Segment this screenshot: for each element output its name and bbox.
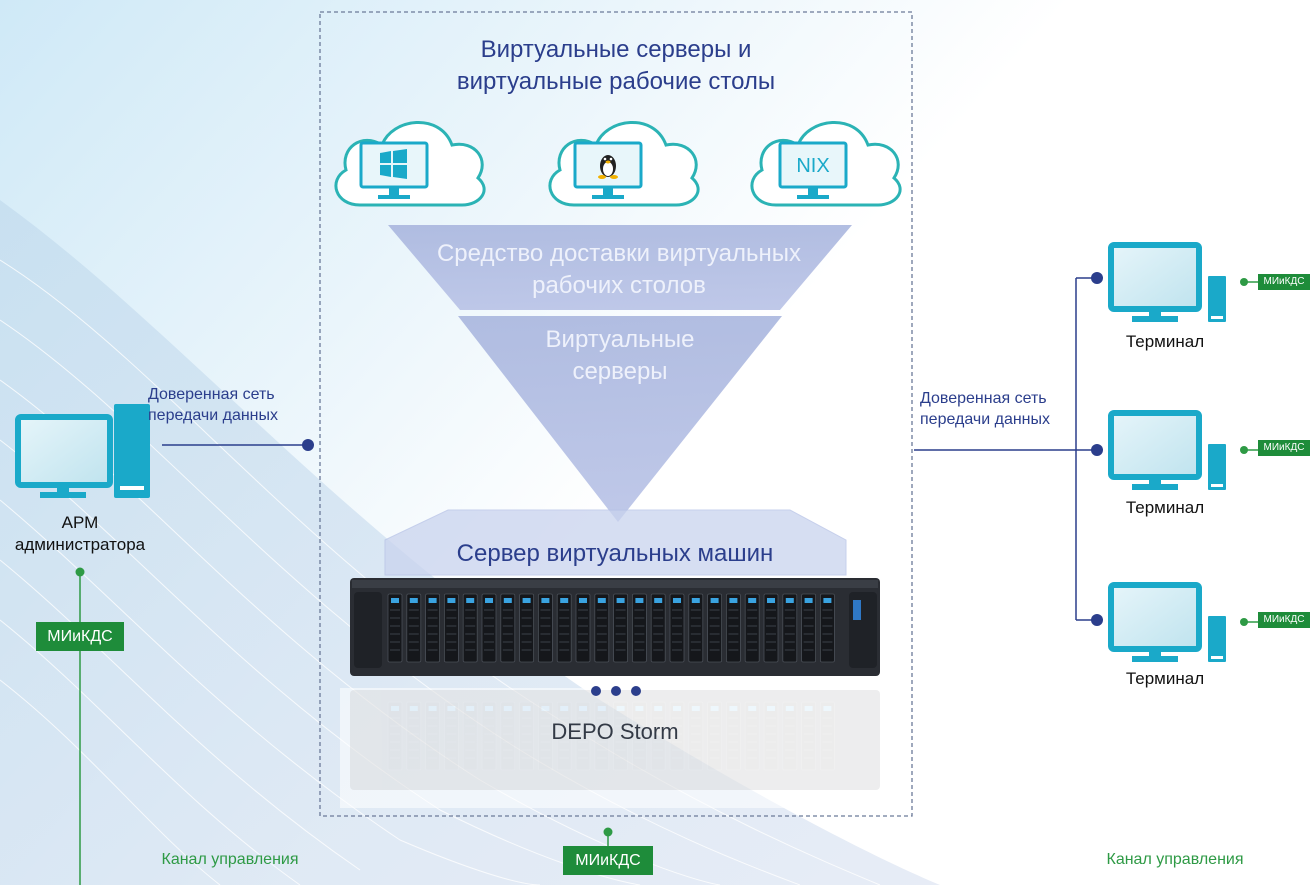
drive-bay bbox=[425, 593, 441, 663]
left-channel-label: Канал управления bbox=[161, 851, 299, 868]
funnel-bottom-label-line1: Виртуальные bbox=[545, 326, 695, 353]
funnel-top-label-line1: Средство доставки виртуальных bbox=[436, 240, 802, 267]
drive-led bbox=[654, 598, 663, 603]
drive-bay bbox=[538, 593, 553, 663]
virtualization-frame bbox=[319, 11, 913, 817]
drive-bay bbox=[387, 593, 403, 663]
title-line1: Виртуальные серверы и bbox=[480, 36, 752, 63]
server-model-label: DEPO Storm bbox=[551, 719, 679, 744]
nix-text-icon: NIX bbox=[796, 155, 829, 177]
drive-led bbox=[597, 598, 606, 603]
drive-bay bbox=[481, 593, 497, 663]
more-servers-indicator bbox=[591, 686, 641, 696]
drive-bay bbox=[443, 593, 459, 663]
drive-bay bbox=[820, 593, 835, 663]
drive-led bbox=[485, 598, 493, 603]
terminal-icon-1 bbox=[1108, 242, 1258, 322]
drive-led bbox=[466, 598, 475, 603]
cloud-unix: NIX bbox=[750, 120, 902, 207]
drive-led bbox=[616, 598, 625, 603]
drive-bay bbox=[462, 593, 478, 663]
drive-led bbox=[409, 598, 418, 603]
drive-led bbox=[503, 598, 512, 603]
drive-led bbox=[541, 598, 550, 603]
drive-led bbox=[804, 598, 813, 603]
drive-led bbox=[579, 598, 587, 603]
terminal-label-1: Терминал bbox=[1125, 332, 1205, 351]
funnel-bottom-tier bbox=[458, 316, 782, 522]
drive-bay bbox=[782, 593, 798, 663]
windows-logo-icon bbox=[380, 149, 407, 179]
drive-bay bbox=[688, 593, 704, 663]
drive-bay bbox=[650, 593, 666, 663]
drive-bay bbox=[726, 593, 741, 663]
drive-bay bbox=[406, 593, 422, 663]
drive-bay bbox=[707, 593, 722, 663]
drive-bay bbox=[575, 593, 591, 663]
admin-network-label-line2: передачи данных bbox=[148, 407, 279, 424]
cloud-linux bbox=[548, 120, 700, 207]
terminal-label-3: Терминал bbox=[1125, 669, 1205, 688]
admin-network-label-line1: Доверенная сеть bbox=[148, 386, 275, 403]
drive-led bbox=[710, 598, 719, 603]
title-line2: виртуальные рабочие столы bbox=[456, 68, 776, 95]
drive-bay bbox=[669, 593, 685, 663]
drive-led bbox=[635, 598, 644, 603]
funnel-top-tier bbox=[388, 225, 852, 310]
depo-storm-server bbox=[350, 578, 880, 676]
funnel-top-label-line2: рабочих столов bbox=[532, 272, 706, 299]
tux-penguin-icon bbox=[598, 155, 618, 179]
vm-server-label: Сервер виртуальных машин bbox=[456, 540, 774, 567]
drive-bay bbox=[613, 593, 628, 663]
drive-led bbox=[447, 598, 456, 603]
terminal-miikds-badge-3: МИиКДС bbox=[1258, 612, 1310, 628]
terminals-group bbox=[1108, 242, 1258, 662]
drive-led bbox=[729, 598, 738, 603]
admin-workstation-icon bbox=[15, 404, 150, 498]
drive-bay bbox=[801, 593, 816, 663]
cloud-windows bbox=[334, 120, 486, 207]
drive-led bbox=[391, 598, 399, 603]
terminal-icon-2 bbox=[1108, 410, 1258, 490]
drive-bay bbox=[556, 593, 572, 663]
admin-miikds-badge: МИиКДС bbox=[36, 622, 124, 651]
center-miikds-badge: МИиКДС bbox=[563, 846, 653, 875]
drive-bay bbox=[632, 593, 647, 663]
drive-led bbox=[673, 598, 681, 603]
drive-led bbox=[522, 598, 531, 603]
drive-led bbox=[560, 598, 569, 603]
admin-label-line1: АРМ bbox=[61, 513, 99, 532]
terminal-label-2: Терминал bbox=[1125, 498, 1205, 517]
drive-bay bbox=[594, 593, 610, 663]
funnel-bottom-label-line2: серверы bbox=[572, 358, 668, 385]
drive-bay bbox=[500, 593, 516, 663]
drive-bays bbox=[387, 593, 835, 663]
drive-led bbox=[823, 598, 832, 603]
right-channel-label: Канал управления bbox=[1106, 851, 1244, 868]
drive-led bbox=[428, 598, 437, 603]
terminal-miikds-badge-1: МИиКДС bbox=[1258, 274, 1310, 290]
drive-led bbox=[748, 598, 757, 603]
drive-led bbox=[785, 598, 794, 603]
drive-led bbox=[767, 598, 775, 603]
admin-label-line2: администратора bbox=[14, 535, 146, 554]
terminal-network-label-line2: передачи данных bbox=[920, 411, 1051, 428]
terminal-icon-3 bbox=[1108, 582, 1258, 662]
terminal-miikds-badge-2: МИиКДС bbox=[1258, 440, 1310, 456]
drive-bay bbox=[763, 593, 779, 663]
drive-bay bbox=[519, 593, 534, 663]
drive-bay bbox=[744, 593, 760, 663]
vm-server-layer bbox=[384, 509, 847, 576]
terminal-network-label-line1: Доверенная сеть bbox=[920, 390, 1047, 407]
drive-led bbox=[691, 598, 700, 603]
